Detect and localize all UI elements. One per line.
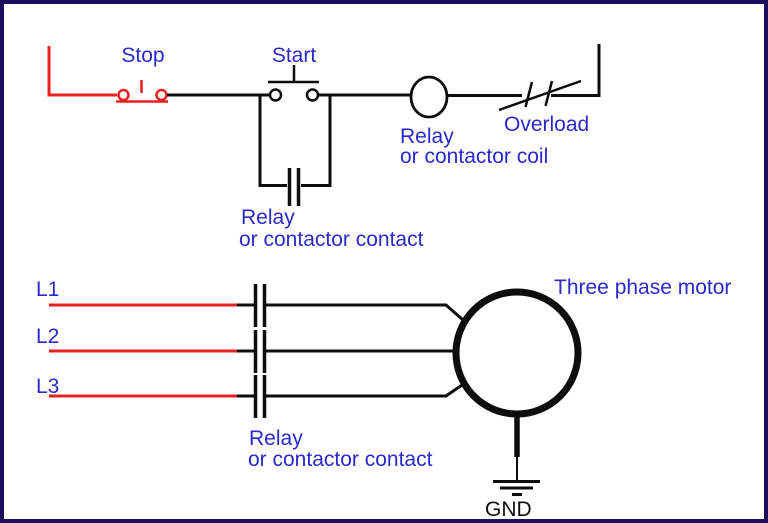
ground-label: GND <box>485 498 532 521</box>
stop-terminal-right <box>155 88 168 102</box>
start-terminal-left <box>268 88 283 102</box>
phase-line-l3 <box>49 375 463 418</box>
l3-motor-wire <box>266 383 463 398</box>
seal-in-contact-branch <box>258 95 332 206</box>
control-circuit: Stop Start Relay or contactor contact Re… <box>47 44 601 251</box>
phase-label-l2: L2 <box>36 325 59 348</box>
coil-label-line1: Relay <box>400 125 454 148</box>
stop-terminal-left <box>117 88 130 102</box>
overload-break-slash <box>498 79 582 112</box>
ground-symbol <box>493 414 540 496</box>
seal-in-contact-label-line1: Relay <box>241 206 295 229</box>
motor-symbol <box>452 288 582 418</box>
l1-motor-wire <box>266 303 464 322</box>
phase-label-l3: L3 <box>36 375 59 398</box>
motor-label: Three phase motor <box>554 276 731 299</box>
start-button-symbol <box>268 65 320 102</box>
phase-label-l1: L1 <box>36 278 59 301</box>
supply-lead-left <box>47 46 117 97</box>
overload-label: Overload <box>504 113 589 136</box>
phase-line-l1 <box>49 284 464 327</box>
supply-lead-right <box>551 44 601 97</box>
power-contact-label-line2: or contactor contact <box>248 448 433 471</box>
stop-label: Stop <box>121 44 164 67</box>
seal-in-contact-label-line2: or contactor contact <box>239 228 424 251</box>
coil-label-line2: or contactor coil <box>400 145 548 168</box>
start-terminal-right <box>305 88 320 102</box>
start-label: Start <box>272 44 317 67</box>
motor-control-schematic: Stop Start Relay or contactor contact Re… <box>36 44 731 521</box>
phase-line-l2 <box>49 330 456 373</box>
overload-contact-symbol <box>498 79 582 112</box>
relay-coil-symbol <box>409 75 449 119</box>
overload-tick-left <box>524 81 534 108</box>
stop-button-symbol <box>116 80 168 103</box>
power-contact-label-line1: Relay <box>249 427 303 450</box>
power-circuit: L1 L2 L3 Three phase motor Relay or cont… <box>36 276 731 521</box>
